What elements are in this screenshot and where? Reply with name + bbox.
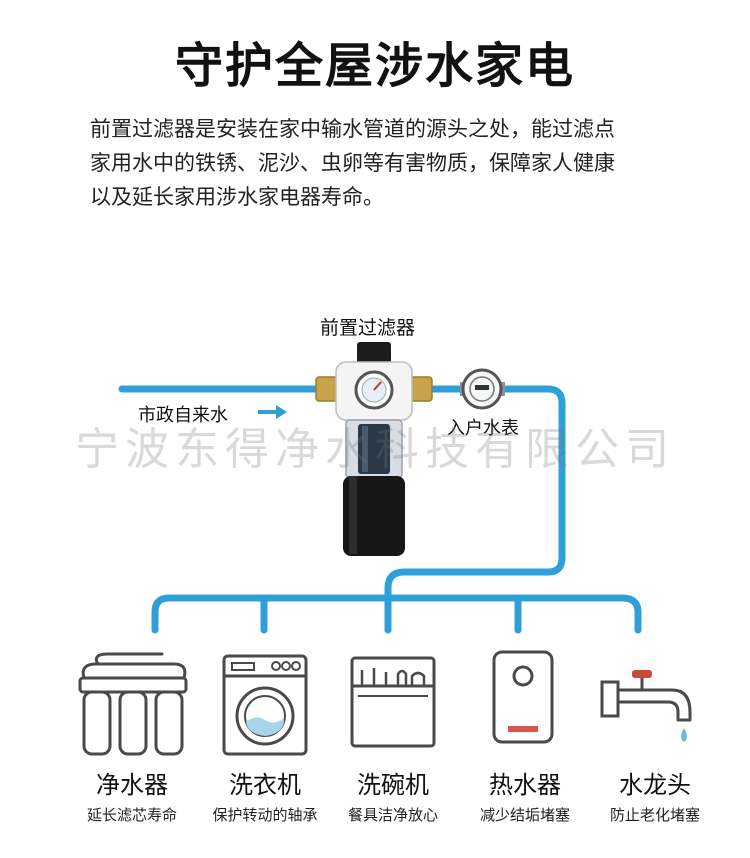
appliance-benefit: 防止老化堵塞 [609,806,700,824]
water-meter-label: 入户水表 [447,418,519,439]
appliance-washing-machine: 洗衣机 保护转动的轴承 [190,770,340,826]
appliance-benefit: 延长滤芯寿命 [86,806,177,824]
appliance-dishwasher: 洗碗机 餐具洁净放心 [318,770,468,826]
pre-filter-label: 前置过滤器 [320,317,416,339]
flow-arrow-icon [258,405,287,419]
appliance-name: 洗衣机 [229,771,301,799]
description-line-1: 前置过滤器是安装在家中输水管道的源头之处，能过滤点 [90,117,615,141]
appliance-name: 水龙头 [619,771,691,799]
appliance-benefit: 保护转动的轴承 [212,806,318,824]
appliance-benefit: 减少结垢堵塞 [479,806,570,824]
water-meter-icon [460,368,505,410]
description-line-3: 以及延长家用涉水家电器寿命。 [90,185,384,209]
washing-machine-icon [222,654,308,756]
appliance-water-purifier: 净水器 延长滤芯寿命 [57,770,207,826]
page-title: 守护全屋涉水家电 [174,38,575,94]
city-water-label: 市政自来水 [138,405,228,426]
pre-filter-icon [315,342,433,556]
description: 前置过滤器是安装在家中输水管道的源头之处，能过滤点 家用水中的铁锈、泥沙、虫卵等… [90,112,700,214]
appliance-water-heater: 热水器 减少结垢堵塞 [450,770,600,826]
appliance-name: 热水器 [489,771,561,799]
distribution-pipe [151,594,642,634]
faucet-icon [600,670,692,742]
meter-outlet-pipe [384,385,566,601]
appliance-name: 净水器 [96,771,168,799]
dishwasher-icon [350,656,436,748]
description-line-2: 家用水中的铁锈、泥沙、虫卵等有害物质，保障家人健康 [90,151,615,175]
water-heater-icon [492,650,554,744]
appliance-benefit: 餐具洁净放心 [347,806,438,824]
water-purifier-icon [78,652,188,756]
appliance-faucet: 水龙头 防止老化堵塞 [580,770,730,826]
pipe-network [118,385,642,634]
appliance-name: 洗碗机 [357,771,429,799]
